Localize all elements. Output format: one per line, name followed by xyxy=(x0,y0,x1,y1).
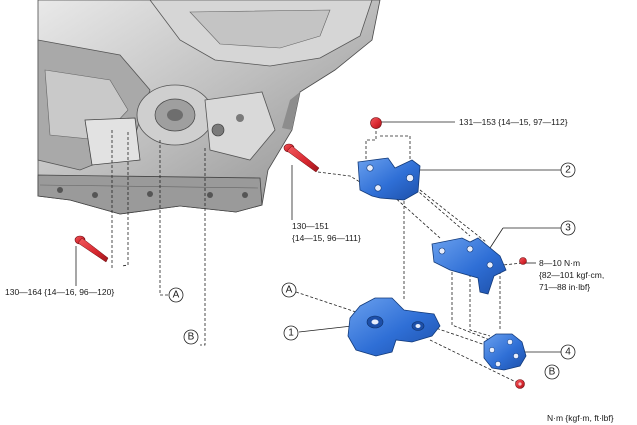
callout-3: 3 xyxy=(560,220,576,236)
callout-1-label: 1 xyxy=(288,328,294,339)
ref-b-right: B xyxy=(544,364,560,380)
nut-lower xyxy=(515,379,525,389)
bolt-130-164 xyxy=(74,235,109,263)
torque-8-10-line1: 8—10 N·m xyxy=(539,258,580,268)
units-note: N·m {kgf·m, ft·lbf} xyxy=(547,413,614,423)
bracket-part-4 xyxy=(483,333,527,371)
ref-b-left-label: B xyxy=(188,332,195,343)
ref-b-left: B xyxy=(183,329,199,345)
bolt-8-10 xyxy=(519,257,527,265)
ref-b-right-label: B xyxy=(549,367,556,378)
callout-1: 1 xyxy=(283,325,299,341)
ref-a-left-label: A xyxy=(173,290,180,301)
callout-2: 2 xyxy=(560,162,576,178)
torque-8-10-line3: 71—88 in·lbf} xyxy=(539,282,590,292)
torque-130-151-line2: {14—15, 96—111} xyxy=(292,233,361,243)
callout-3-label: 3 xyxy=(565,223,571,234)
engine-bay-illustration xyxy=(37,0,381,215)
callout-4-label: 4 xyxy=(565,347,571,358)
callout-2-label: 2 xyxy=(565,165,571,176)
bolt-130-151 xyxy=(283,143,320,173)
torque-130-164: 130—164 {14—16, 96—120} xyxy=(5,287,114,297)
callout-4: 4 xyxy=(560,344,576,360)
bracket-part-3 xyxy=(431,237,507,295)
nut-131-153 xyxy=(370,117,382,129)
torque-131-153: 131—153 {14—15, 97—112} xyxy=(459,117,568,127)
ref-a-right: A xyxy=(281,282,297,298)
torque-130-151-line1: 130—151 xyxy=(292,221,329,231)
ref-a-right-label: A xyxy=(286,285,293,296)
ref-a-left: A xyxy=(168,287,184,303)
torque-8-10-line2: {82—101 kgf·cm, xyxy=(539,270,604,280)
engine-mount-part-1 xyxy=(347,297,441,357)
bracket-part-2 xyxy=(357,157,421,201)
